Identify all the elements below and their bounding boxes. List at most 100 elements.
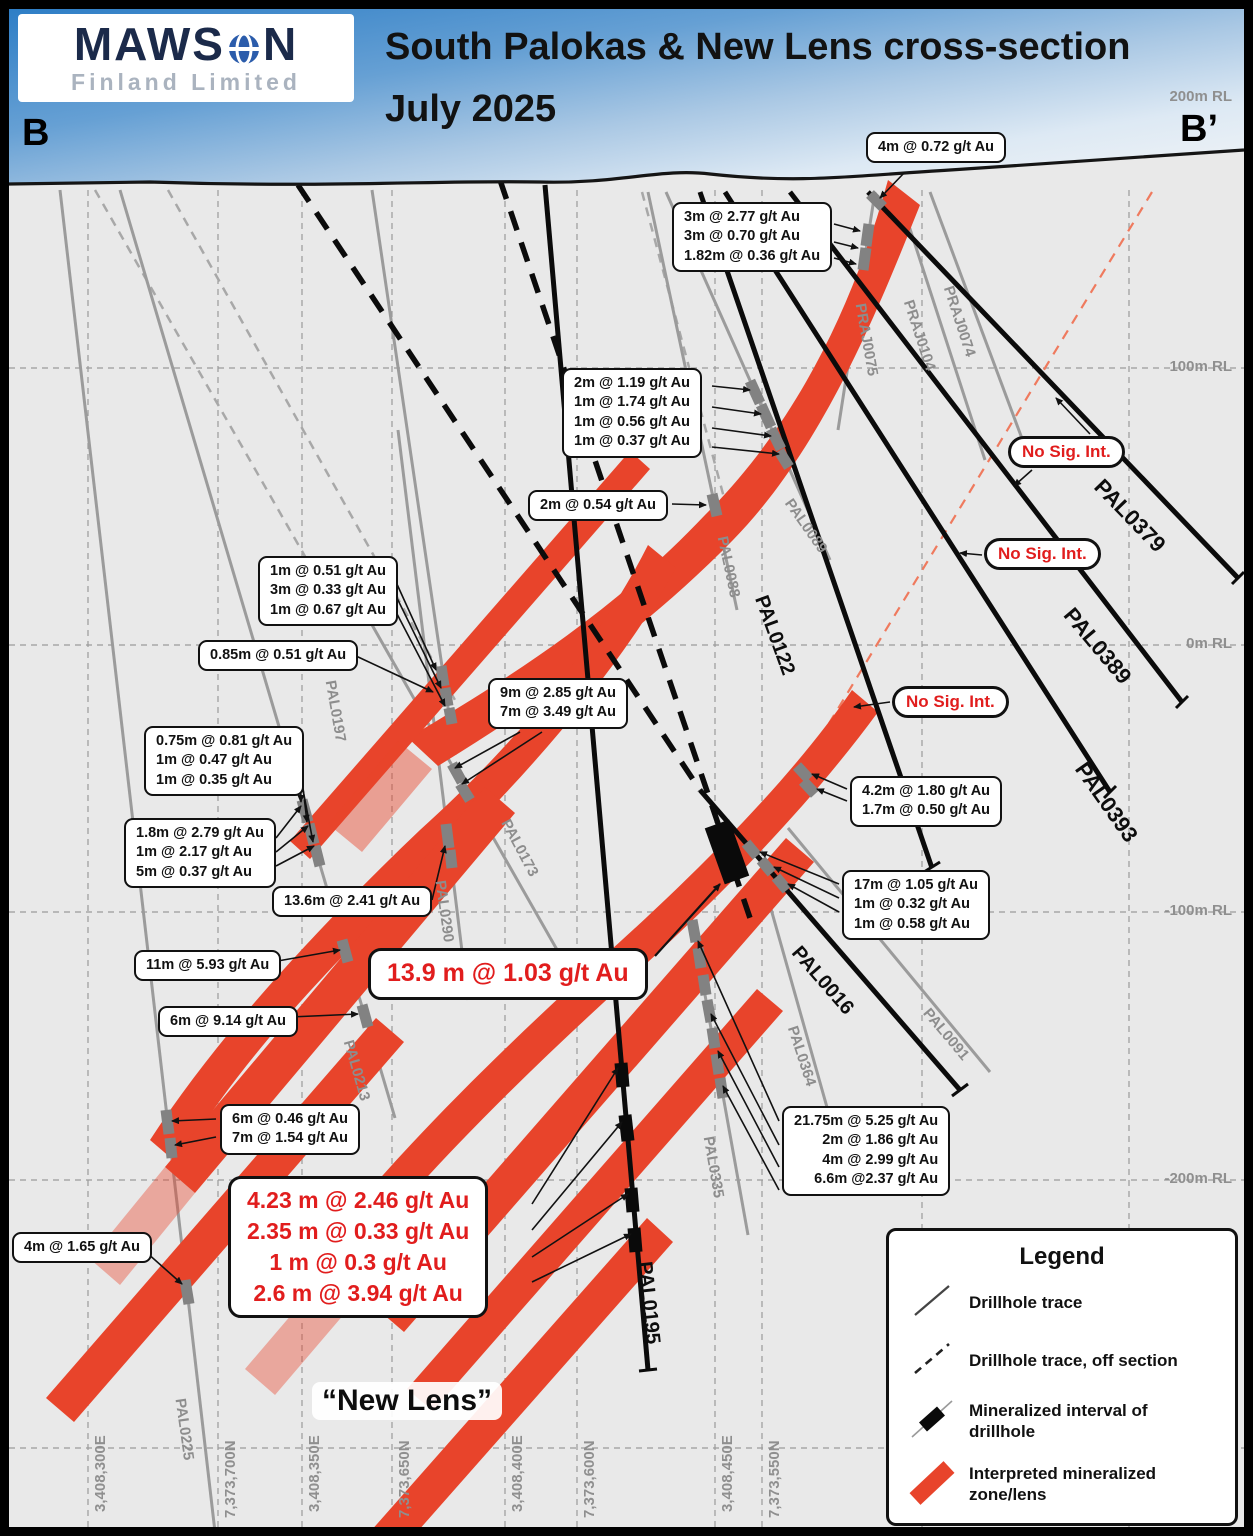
drillhole-trace-offsection-icon — [909, 1339, 955, 1384]
legend-item-mineralized-interval: Mineralized interval of drillhole — [909, 1397, 1215, 1446]
assay-line: 0.85m @ 0.51 g/t Au — [210, 647, 347, 663]
globe-icon — [227, 27, 261, 65]
assay-line: 13.6m @ 2.41 g/t Au — [284, 893, 421, 909]
assay-line: 7m @ 1.54 g/t Au — [232, 1130, 348, 1147]
black-mineralized-intervals — [614, 819, 750, 1253]
northing-label-4: 7,373,550N — [766, 1440, 783, 1518]
hole-label-pal0091: PAL0091 — [919, 1005, 973, 1064]
figure-title-line2: July 2025 — [385, 88, 557, 130]
assay-callout: 21.75m @ 5.25 g/t Au 2m @ 1.86 g/t Au 4m… — [782, 1106, 951, 1196]
assay-line: 1m @ 2.17 g/t Au — [136, 844, 252, 861]
zone-upper-main — [408, 180, 920, 766]
assay-line: 11m @ 5.93 g/t Au — [146, 957, 270, 973]
hole-label-pal0195: PAL0195 — [633, 1260, 665, 1346]
no-sig-int-label: No Sig. Int. — [984, 538, 1101, 570]
legend-item-drillhole-trace: Drillhole trace — [909, 1281, 1215, 1326]
assay-line: 1.82m @ 0.36 g/t Au — [684, 247, 821, 264]
northing-label-3: 7,373,600N — [581, 1440, 598, 1518]
zone-tail-1 — [328, 741, 432, 852]
assay-line: 1m @ 0.67 g/t Au — [270, 601, 386, 618]
hole-label-pal0088: PAL0088 — [713, 534, 744, 600]
trace-pal0389 — [788, 190, 1184, 704]
rl-label-200: 200m RL — [1169, 88, 1232, 105]
hole-label-pal0197: PAL0197 — [321, 679, 350, 744]
assay-line: 2m @ 1.19 g/t Au — [574, 375, 690, 391]
assay-line: 2m @ 1.86 g/t Au — [822, 1132, 939, 1149]
trace-pal0379 — [866, 190, 1240, 580]
highlight-callout: 4.23 m @ 2.46 g/t Au 2.35 m @ 0.33 g/t A… — [228, 1176, 489, 1319]
assay-line: 1m @ 0.32 g/t Au — [854, 896, 970, 913]
assay-line: 17m @ 1.05 g/t Au — [854, 877, 979, 893]
leader-arrows — [145, 171, 1091, 1285]
legend-item-offsection-trace: Drillhole trace, off section — [909, 1339, 1215, 1384]
rl-label-m200: -200m RL — [1164, 1170, 1232, 1187]
assay-callout: 11m @ 5.93 g/t Au — [134, 950, 282, 982]
hole-label-praj0075: PRAJ0075 — [851, 302, 882, 378]
assay-callout: 9m @ 2.85 g/t Au 7m @ 3.49 g/t Au — [488, 678, 628, 729]
assay-line: 9m @ 2.85 g/t Au — [500, 685, 616, 701]
hole-label-pal0364: PAL0364 — [783, 1023, 820, 1089]
assay-callout: 4m @ 0.72 g/t Au — [866, 132, 1006, 164]
legend-item-label: Drillhole trace, off section — [969, 1351, 1178, 1371]
drillhole-trace-icon — [909, 1281, 955, 1326]
highlight-line: 2.35 m @ 0.33 g/t Au — [247, 1218, 470, 1245]
no-sig-int-label: No Sig. Int. — [892, 686, 1009, 718]
no-sig-int-label: No Sig. Int. — [1008, 436, 1125, 468]
figure-title-line1: South Palokas & New Lens cross-section — [385, 26, 1131, 68]
zone-h — [366, 1218, 673, 1536]
surface-line — [8, 148, 1245, 186]
assay-line: 21.75m @ 5.25 g/t Au — [794, 1113, 939, 1129]
hole-label-pal0173: PAL0173 — [497, 816, 542, 880]
northing-label-1: 7,373,700N — [222, 1440, 239, 1518]
assay-line: 4m @ 1.65 g/t Au — [24, 1239, 140, 1255]
assay-callout: 1.8m @ 2.79 g/t Au 1m @ 2.17 g/t Au 5m @… — [124, 818, 277, 889]
assay-line: 6m @ 0.46 g/t Au — [232, 1111, 348, 1127]
assay-line: 3m @ 0.70 g/t Au — [684, 228, 800, 245]
assay-line: 1m @ 0.58 g/t Au — [854, 915, 970, 932]
assay-callout: 0.85m @ 0.51 g/t Au — [198, 640, 359, 672]
assay-callout: 3m @ 2.77 g/t Au 3m @ 0.70 g/t Au 1.82m … — [672, 202, 833, 273]
legend-box: Legend Drillhole trace Drillhole trace, … — [886, 1228, 1238, 1526]
legend-item-label: Drillhole trace — [969, 1293, 1083, 1313]
assay-line: 4m @ 2.99 g/t Au — [822, 1151, 939, 1168]
hole-label-praj0074: PRAJ0074 — [939, 283, 979, 359]
northing-label-2: 7,373,650N — [396, 1440, 413, 1518]
dashed-trace-1 — [295, 183, 703, 792]
assay-line: 1m @ 0.56 g/t Au — [574, 413, 690, 430]
rl-label-m100: -100m RL — [1164, 902, 1232, 919]
zone-g — [407, 989, 783, 1411]
hole-label-pal0379: PAL0379 — [1089, 473, 1171, 558]
legend-item-label: Mineralized interval of drillhole — [969, 1401, 1148, 1441]
highlight-line: 2.6 m @ 3.94 g/t Au — [253, 1280, 463, 1307]
legend-item-label: Interpreted mineralized zone/lens — [969, 1464, 1157, 1504]
assay-callout: 13.6m @ 2.41 g/t Au — [272, 886, 433, 918]
legend-item-mineralized-zone: Interpreted mineralized zone/lens — [909, 1459, 1215, 1510]
section-marker-b: B — [22, 112, 50, 154]
hole-label-pal0335: PAL0335 — [699, 1135, 728, 1200]
assay-callout: 0.75m @ 0.81 g/t Au 1m @ 0.47 g/t Au 1m … — [144, 726, 305, 797]
easting-label-2: 3,408,350E — [306, 1435, 323, 1512]
rl-label-0: 0m RL — [1186, 635, 1232, 652]
highlight-line: 4.23 m @ 2.46 g/t Au — [247, 1187, 470, 1213]
assay-line: 1m @ 1.74 g/t Au — [574, 394, 690, 411]
assay-callout: 2m @ 0.54 g/t Au — [528, 490, 668, 522]
rl-label-100: 100m RL — [1169, 358, 1232, 375]
assay-line: 4.2m @ 1.80 g/t Au — [862, 783, 991, 799]
assay-line: 1.8m @ 2.79 g/t Au — [136, 825, 265, 841]
brand-subtitle: Finland Limited — [71, 68, 301, 95]
assay-line: 2m @ 0.54 g/t Au — [540, 497, 656, 513]
assay-line: 1m @ 0.47 g/t Au — [156, 752, 272, 769]
easting-label-4: 3,408,450E — [719, 1435, 736, 1512]
hole-label-pal0122: PAL0122 — [750, 592, 800, 679]
hole-label-praj0104: PRAJ0104 — [899, 297, 939, 373]
trace-pal0197 — [370, 189, 457, 756]
assay-line: 1m @ 0.37 g/t Au — [574, 433, 690, 450]
assay-callout: 6m @ 0.46 g/t Au 7m @ 1.54 g/t Au — [220, 1104, 360, 1155]
assay-line: 4m @ 0.72 g/t Au — [878, 139, 994, 155]
brand-text: MAWS — [73, 17, 225, 70]
assay-callout: 17m @ 1.05 g/t Au 1m @ 0.32 g/t Au 1m @ … — [842, 870, 991, 941]
hole-label-pal0393: PAL0393 — [1070, 757, 1144, 847]
hole-label-pal0225: PAL0225 — [171, 1397, 198, 1462]
highlight-line: 1 m @ 0.3 g/t Au — [269, 1249, 447, 1276]
